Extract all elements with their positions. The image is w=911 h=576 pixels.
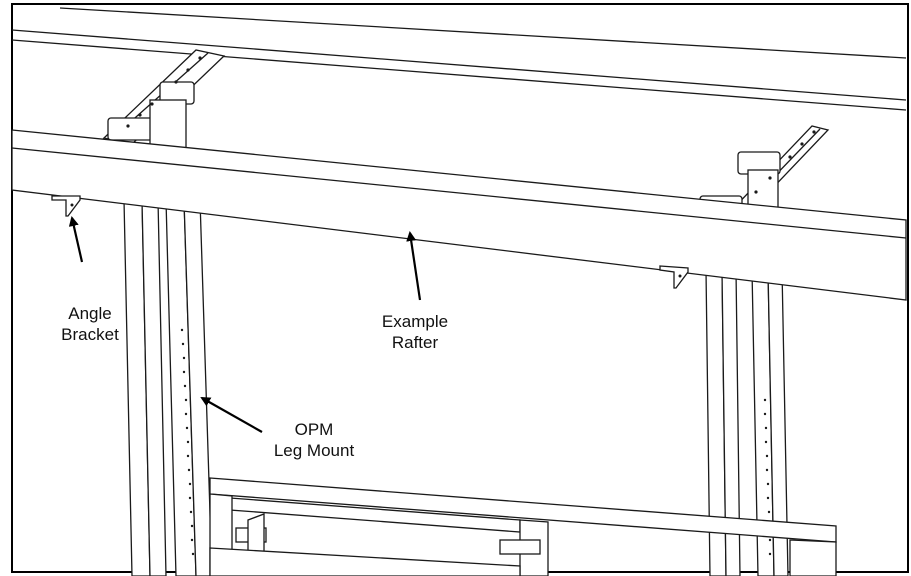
opm-leg-mount-label: OPM Leg Mount xyxy=(256,419,372,461)
example-rafter-label-line2: Rafter xyxy=(391,333,439,352)
base-frame xyxy=(209,477,837,576)
front-rafter xyxy=(11,129,907,301)
left-opm-leg-mount xyxy=(102,49,226,576)
back-rafter xyxy=(11,7,907,111)
opm-leg-mount-arrow xyxy=(200,397,263,433)
right-leg-holes xyxy=(763,398,772,556)
angle-bracket-label: Angle Bracket xyxy=(42,303,138,345)
opm-leg-mount-label-line2: Leg Mount xyxy=(273,441,355,460)
example-rafter-label: Example Rafter xyxy=(360,311,470,353)
angle-bracket-label-line1: Angle xyxy=(68,304,112,323)
left-leg-holes xyxy=(180,328,195,556)
angle-bracket-left xyxy=(51,195,81,217)
example-rafter-arrow xyxy=(406,231,422,301)
angle-bracket-right xyxy=(659,265,689,289)
example-rafter-label-line1: Example xyxy=(381,312,449,331)
angle-bracket-label-line2: Bracket xyxy=(61,325,119,344)
angle-bracket-arrow xyxy=(68,216,84,263)
opm-leg-mount-label-line1: OPM xyxy=(294,420,334,439)
